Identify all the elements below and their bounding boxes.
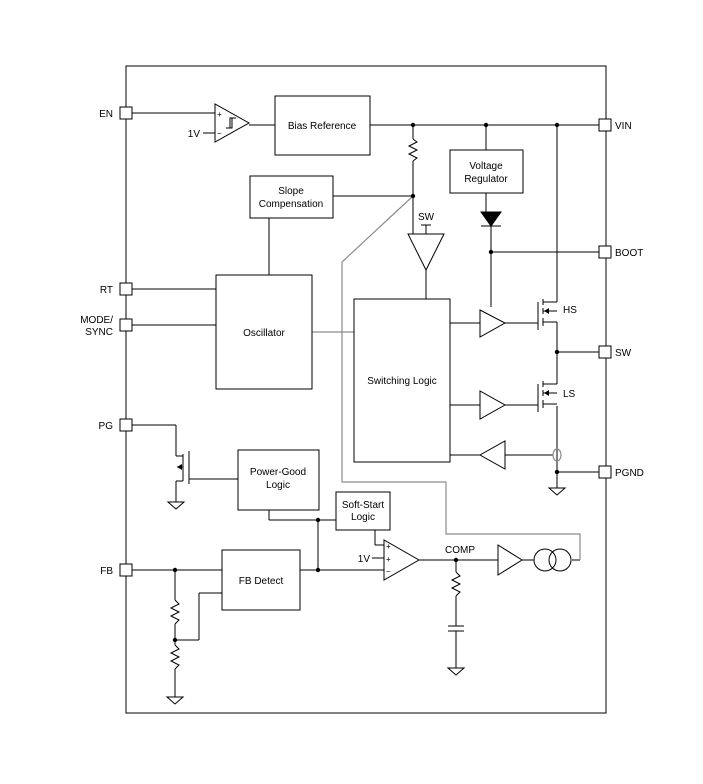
ea-plus-2: + <box>386 555 391 564</box>
oscillator-block <box>215 274 313 390</box>
en-comparator <box>214 103 251 143</box>
pin-pg <box>119 418 133 432</box>
voltage-regulator-line2: Regulator <box>464 174 508 185</box>
pin-label-mode: MODE/ <box>80 315 113 326</box>
pin-vin <box>598 118 612 132</box>
en-comp-minus: − <box>217 129 222 138</box>
oscillator-label: Oscillator <box>243 328 285 339</box>
boot-diode <box>480 211 502 227</box>
current-sense-amplifier <box>478 440 506 470</box>
hs-label: HS <box>563 305 577 316</box>
ic-outline <box>125 65 607 714</box>
pin-label-en: EN <box>99 109 113 120</box>
fb-detect-label: FB Detect <box>239 576 284 587</box>
ground-symbols <box>165 487 567 705</box>
ls-label: LS <box>563 389 576 400</box>
pin-label-rt: RT <box>100 285 113 296</box>
switching-logic-block <box>353 298 451 463</box>
pin-label-pgnd: PGND <box>615 468 644 479</box>
ea-minus: − <box>386 567 391 576</box>
pin-sw <box>598 345 612 359</box>
voltage-regulator-line1: Voltage <box>469 161 503 172</box>
comp-label: COMP <box>445 545 475 556</box>
hs-mosfet <box>530 298 558 330</box>
ea-ref-label: 1V <box>358 554 371 565</box>
bias-reference-block <box>274 95 371 156</box>
slope-label-line1: Slope <box>278 186 304 197</box>
soft-start-line1: Soft-Start <box>342 500 384 511</box>
junction-dots <box>172 122 560 643</box>
pin-mode-sync <box>119 318 133 332</box>
pin-pgnd <box>598 465 612 479</box>
soft-start-logic-block <box>335 491 391 531</box>
pin-boot <box>598 245 612 259</box>
pin-label-sync: SYNC <box>85 327 113 338</box>
en-comp-plus: + <box>217 110 222 119</box>
hs-driver-triangle <box>407 233 445 272</box>
slope-compensation-block <box>249 175 334 219</box>
current-source <box>533 548 572 572</box>
ls-gate-driver <box>479 390 507 420</box>
pin-label-boot: BOOT <box>615 248 643 259</box>
ea-plus-1: + <box>386 542 391 551</box>
ls-mosfet <box>530 381 558 412</box>
pg-mosfet-arrow <box>177 464 182 470</box>
pin-label-vin: VIN <box>615 121 632 132</box>
comp-buffer <box>497 544 523 576</box>
current-sense-wiring <box>312 195 581 560</box>
power-good-logic-block <box>237 449 320 511</box>
sw-internal-label: SW <box>418 212 435 223</box>
power-good-line2: Logic <box>266 480 290 491</box>
pin-rt <box>119 282 133 296</box>
voltage-regulator-block <box>449 149 524 194</box>
wires <box>132 112 599 697</box>
fb-detect-block <box>221 549 301 611</box>
current-sense-element <box>552 448 562 462</box>
pin-label-pg: PG <box>99 421 114 432</box>
pin-en <box>119 106 133 120</box>
pin-label-sw: SW <box>615 348 632 359</box>
slope-label-line2: Compensation <box>259 199 323 210</box>
switching-logic-label: Switching Logic <box>367 376 436 387</box>
pin-label-fb: FB <box>100 566 113 577</box>
power-good-line1: Power-Good <box>250 467 306 478</box>
en-ref-label: 1V <box>188 129 201 140</box>
soft-start-line2: Logic <box>351 512 375 523</box>
bias-reference-label: Bias Reference <box>288 121 357 132</box>
error-amplifier <box>383 539 421 581</box>
hs-gate-driver <box>479 309 507 338</box>
pin-fb <box>119 563 133 577</box>
